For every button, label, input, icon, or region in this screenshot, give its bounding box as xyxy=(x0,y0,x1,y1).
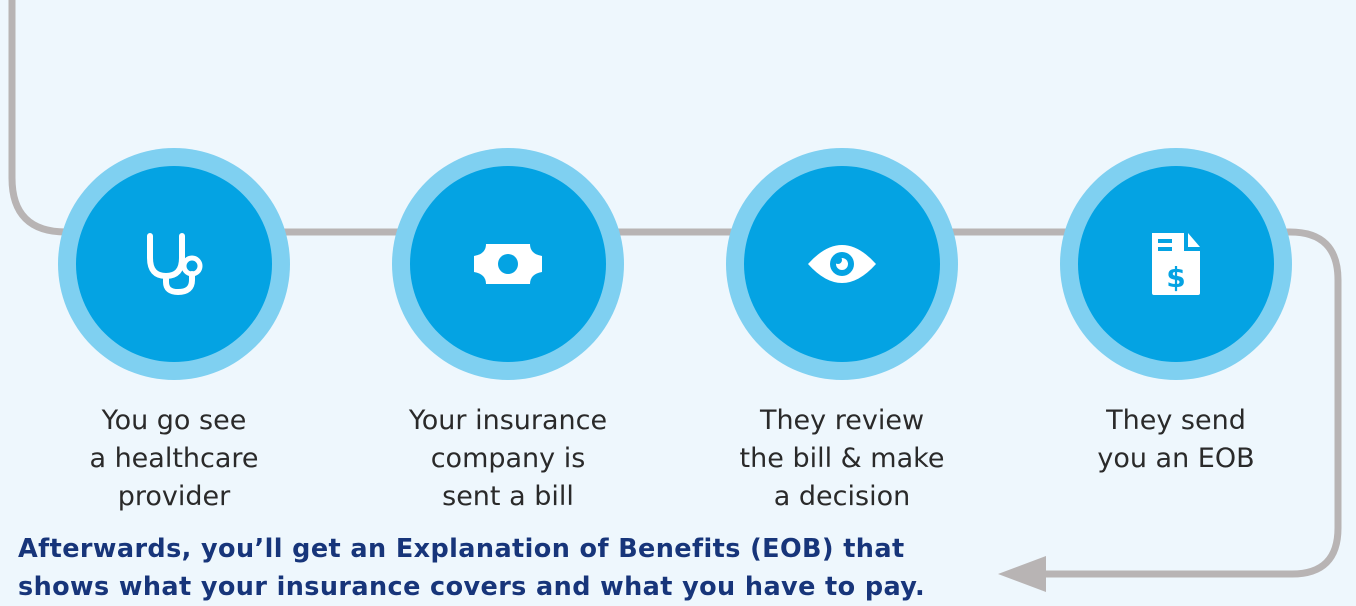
step-2-label: Your insurance company is sent a bill xyxy=(408,405,608,512)
arrowhead xyxy=(998,556,1046,592)
step-1-label: You go see a healthcare provider xyxy=(89,405,259,512)
step-3-label: They review the bill & make a decision xyxy=(739,405,945,512)
footer-line-1: Afterwards, you’ll get an Explanation of… xyxy=(18,534,905,564)
footer-note: Afterwards, you’ll get an Explanation of… xyxy=(18,530,925,606)
step-4-label: They send you an EOB xyxy=(1097,405,1255,474)
step-1-circle xyxy=(58,148,290,380)
stethoscope-icon xyxy=(147,233,203,296)
invoice-dollar-icon: $ xyxy=(1152,233,1200,295)
footer-line-2: shows what your insurance covers and wha… xyxy=(18,572,926,602)
step-2-circle xyxy=(392,148,624,380)
step-2: Your insurance company is sent a bill xyxy=(392,148,624,516)
flow-path xyxy=(8,0,1342,578)
eye-icon xyxy=(808,245,876,283)
money-bill-icon xyxy=(474,244,542,284)
step-3-circle xyxy=(726,148,958,380)
step-4: $ They send you an EOB xyxy=(1060,148,1292,478)
step-4-circle: $ xyxy=(1060,148,1292,380)
step-3: They review the bill & make a decision xyxy=(726,148,958,516)
svg-text:$: $ xyxy=(1166,261,1185,294)
step-1: You go see a healthcare provider xyxy=(58,148,290,516)
